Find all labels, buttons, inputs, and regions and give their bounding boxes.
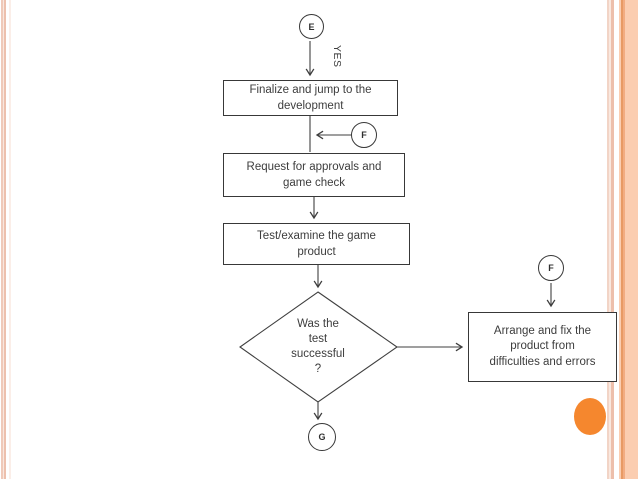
process-box-finalize: Finalize and jump to the development (223, 80, 398, 116)
connector-circle-e: E (299, 14, 324, 39)
arrange-line-3: difficulties and errors (489, 355, 596, 368)
connector-f-right-label: F (548, 263, 554, 273)
decision-line-2: test (308, 333, 328, 345)
connector-circle-g: G (308, 423, 336, 451)
arrange-line-1: Arrange and fix the (493, 324, 592, 337)
request-line-2: game check (282, 177, 345, 189)
test-line-2: product (297, 246, 336, 258)
left-edge-stripe-decor (0, 0, 13, 479)
process-box-request: Request for approvals and game check (223, 153, 405, 197)
orange-accent-circle (574, 398, 606, 435)
finalize-line-1: Finalize and jump to the (249, 84, 372, 96)
connector-circle-f-mid: F (351, 122, 377, 148)
decision-line-4: ? (314, 363, 322, 375)
decision-line-1: Was the (297, 318, 339, 330)
process-box-arrange: Arrange and fix the product from difficu… (468, 312, 617, 382)
yes-branch-label: YES (331, 45, 343, 68)
connector-circle-f-right: F (538, 255, 564, 281)
decision-line-3: successful (291, 348, 345, 360)
arrange-line-2: product from (510, 340, 575, 353)
decision-diamond-label: Was the test successful ? (258, 315, 378, 379)
right-edge-stripe-decor (604, 0, 638, 479)
finalize-line-2: development (277, 100, 344, 112)
connector-e-label: E (308, 21, 315, 32)
connector-f-mid-label: F (361, 130, 367, 140)
connector-g-label: G (318, 432, 326, 442)
request-line-1: Request for approvals and (246, 161, 382, 173)
process-box-test: Test/examine the game product (223, 223, 410, 265)
test-line-1: Test/examine the game (257, 230, 376, 242)
